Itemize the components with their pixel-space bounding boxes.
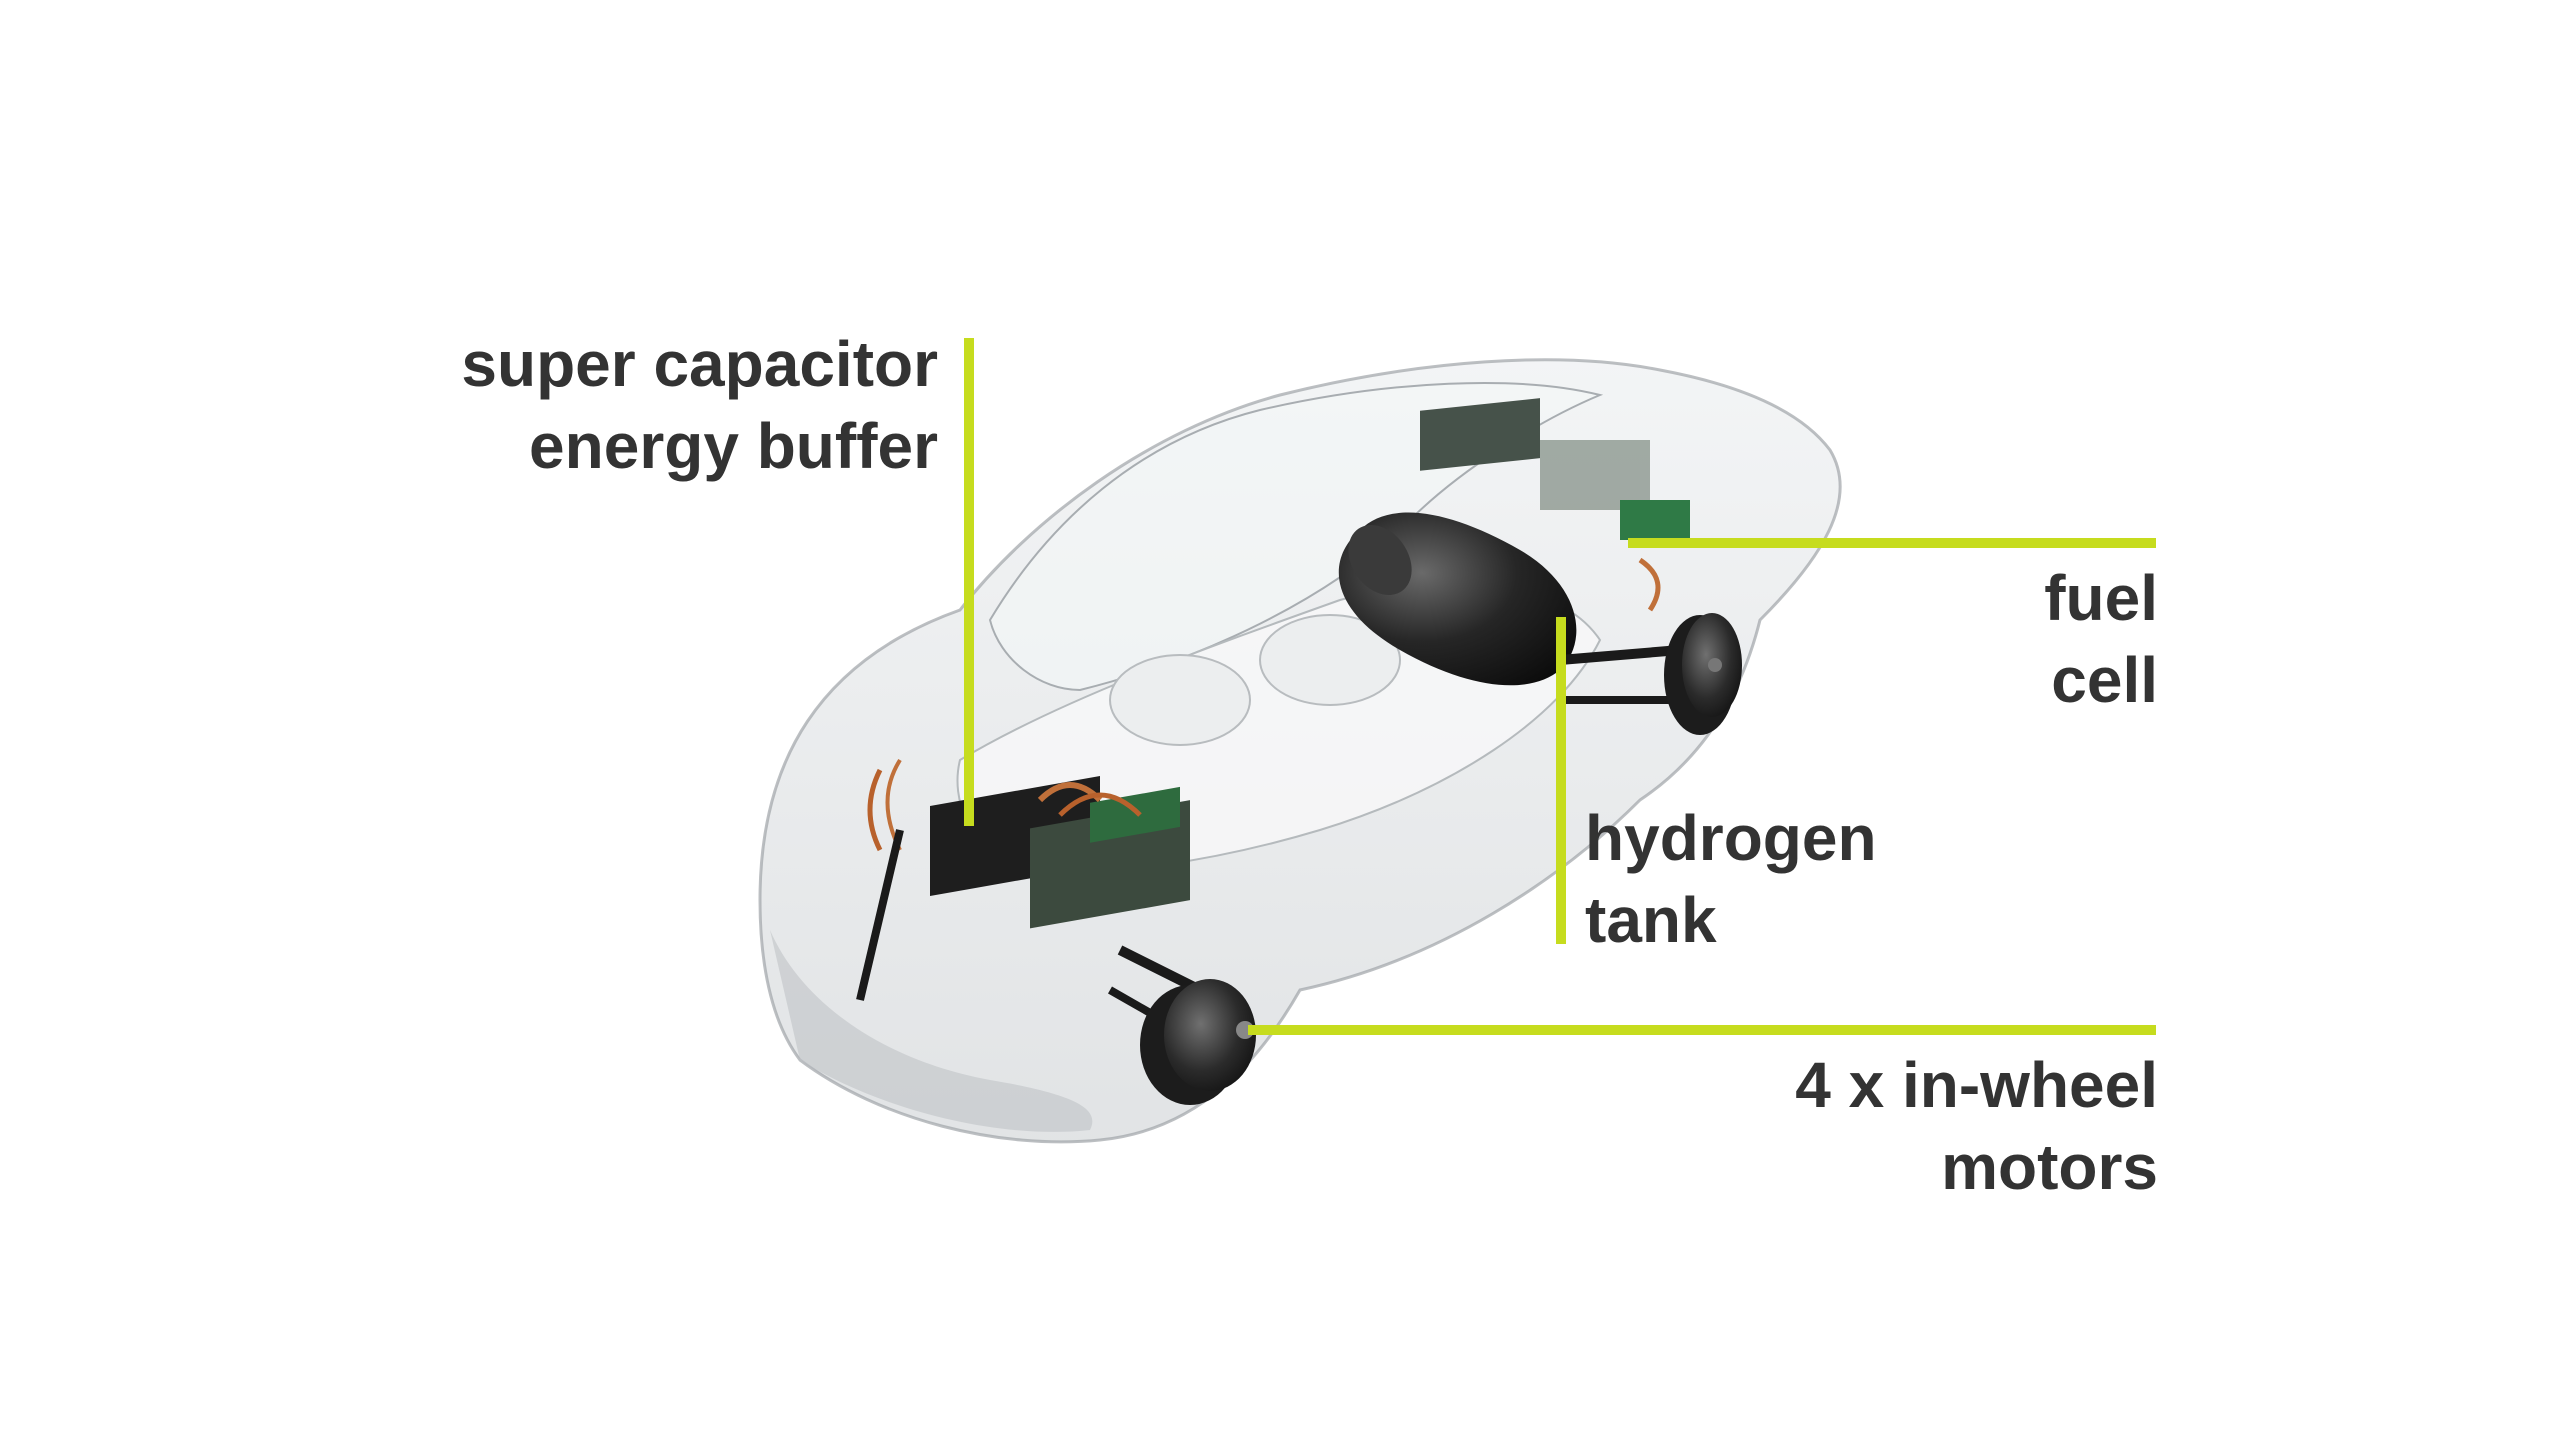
super-capacitor-label: super capacitor energy buffer (461, 328, 938, 482)
hydrogen-tank-shape (1338, 512, 1577, 686)
hydrogen-tank-callout-line (1556, 617, 1566, 944)
hydrogen-tank-label: hydrogen tank (1585, 802, 1877, 956)
super-capacitor-callout-line (964, 338, 974, 826)
fuel-cell-callout-line (1628, 538, 2156, 548)
rear-wheel-motor (1664, 613, 1742, 735)
in-wheel-motors-label: 4 x in-wheel motors (1795, 1049, 2158, 1203)
in-wheel-motors-callout-line (1248, 1025, 2156, 1035)
fuel-cell-module (1420, 398, 1690, 612)
fuel-cell-label: fuel cell (2044, 562, 2158, 716)
front-bumper (770, 930, 1093, 1132)
seat-right (1259, 614, 1401, 706)
seat-left (1109, 654, 1251, 746)
